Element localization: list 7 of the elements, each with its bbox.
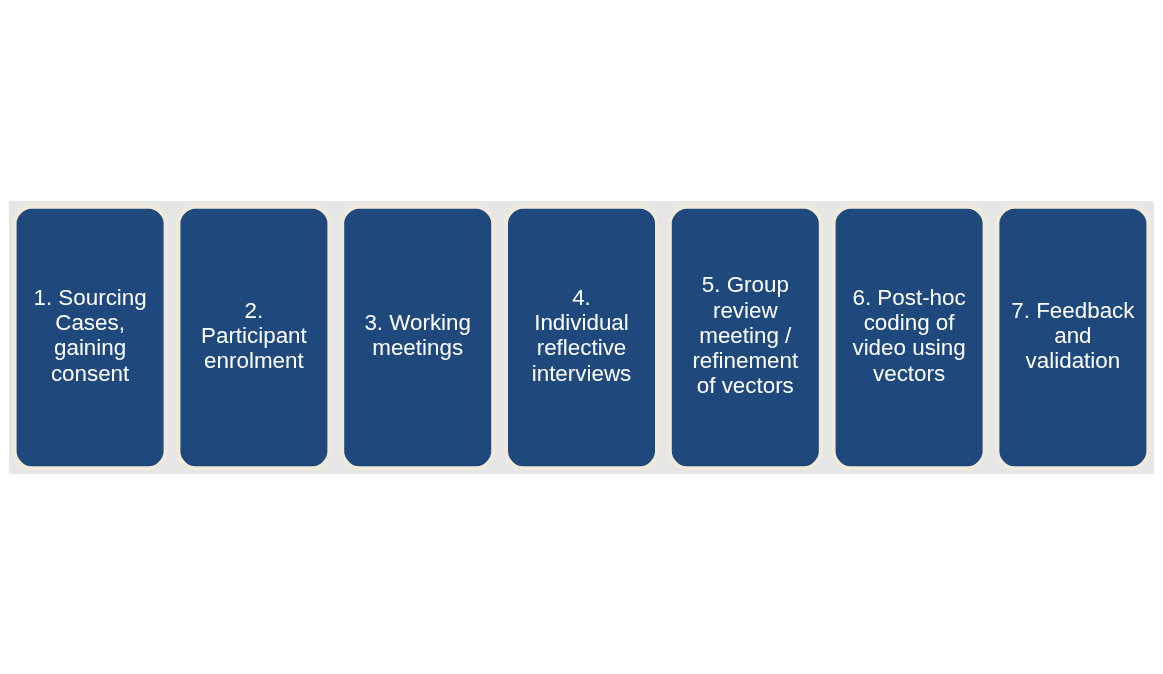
node-box: 5. Group review meeting / refinement of vectors	[667, 204, 823, 470]
node-box: 2. Participant enrolment	[176, 204, 332, 470]
node-box: 3. Working meetings	[340, 204, 496, 470]
node-box: 7. Feedback and validation	[995, 204, 1151, 470]
node-box: 6. Post-hoc coding of video using vectors	[831, 204, 987, 470]
node-box: 1. Sourcing Cases, gaining consent	[12, 204, 168, 470]
node-box: 4. Individual reflective interviews	[503, 204, 660, 470]
